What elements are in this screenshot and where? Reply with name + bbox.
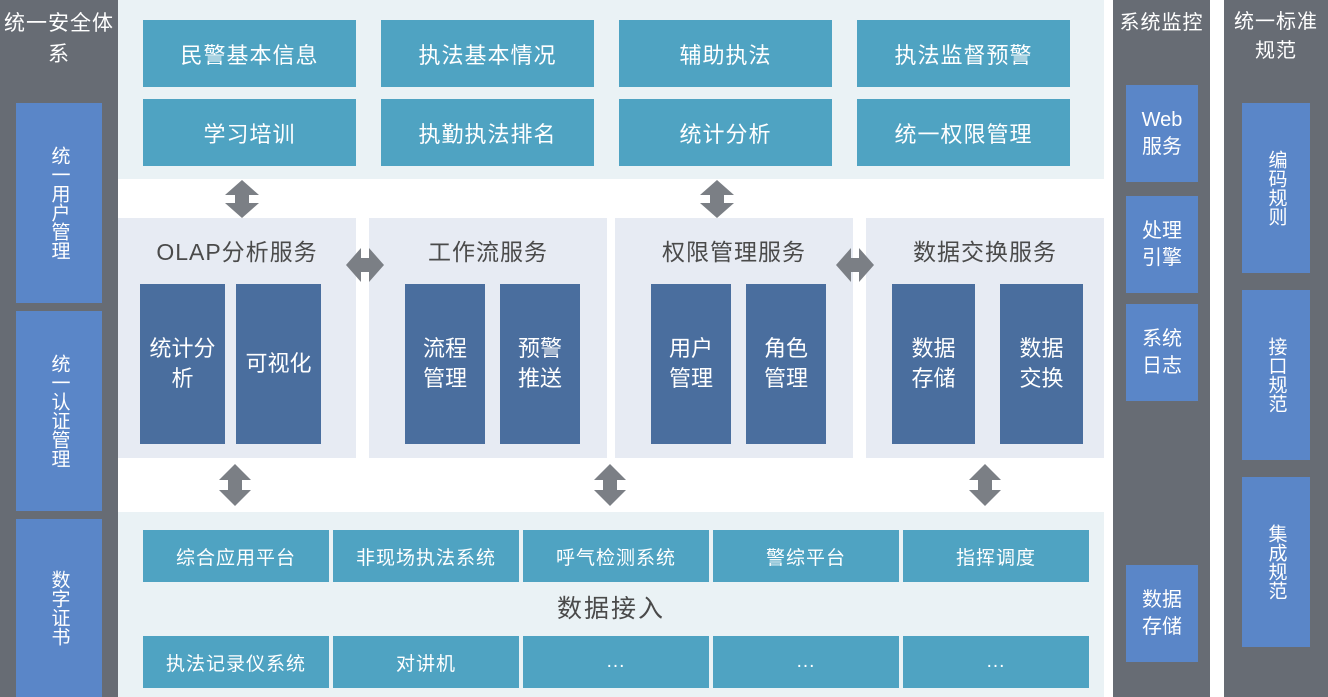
sidebar-item-label: 系统日志: [1142, 327, 1182, 377]
service-module-data-storage[interactable]: 数据存储: [892, 284, 975, 444]
service-module-label: 用户管理: [668, 336, 713, 391]
sidebar-item-web-service[interactable]: Web服务: [1126, 85, 1198, 182]
service-module-label: 可视化: [245, 351, 312, 376]
service-panel-title: 数据交换服务: [913, 239, 1057, 265]
sidebar-item-label: 数据存储: [1142, 588, 1182, 638]
sidebar-item-label: 处理引擎: [1142, 219, 1182, 269]
access-box-label: 警综平台: [765, 547, 846, 569]
sidebar-item-digital-certificate[interactable]: 数字证书: [16, 519, 102, 697]
service-module-role-management[interactable]: 角色管理: [746, 284, 826, 444]
left-sidebar-unified-security: 统一安全体系 统一用户管理 统一认证管理 数字证书: [0, 0, 118, 697]
access-box-label: 指挥调度: [955, 547, 1036, 569]
access-box-walkie-talkie[interactable]: 对讲机: [333, 636, 519, 688]
app-box-duty-enforcement-ranking[interactable]: 执勤执法排名: [381, 99, 594, 166]
service-panel-workflow: 工作流服务 流程管理 预警推送: [369, 218, 607, 458]
app-box-label: 统计分析: [679, 121, 772, 147]
sidebar-item-system-log[interactable]: 系统日志: [1126, 304, 1198, 401]
data-access-layer: 综合应用平台 非现场执法系统 呼气检测系统 警综平台 指挥调度 数据接入 执法记…: [118, 512, 1104, 697]
access-box-label: 非现场执法系统: [355, 547, 496, 569]
app-box-assisted-enforcement[interactable]: 辅助执法: [619, 20, 832, 87]
service-module-label: 流程管理: [422, 336, 467, 391]
sidebar-item-label: 接口规范: [1265, 337, 1287, 413]
arrow-olap-workflow-icon: [346, 248, 384, 282]
sidebar-item-unified-auth-management[interactable]: 统一认证管理: [16, 311, 102, 511]
service-module-label: 预警推送: [517, 336, 562, 391]
data-access-label: 数据接入: [556, 595, 665, 623]
sidebar-item-label: 集成规范: [1265, 524, 1287, 600]
access-box-law-enforcement-recorder-system[interactable]: 执法记录仪系统: [143, 636, 329, 688]
sidebar-item-integration-specification[interactable]: 集成规范: [1242, 477, 1310, 647]
main-architecture-column: 民警基本信息 执法基本情况 辅助执法 执法监督预警 学习培训 执勤执法排名 统计…: [118, 0, 1104, 697]
arrow-workflow-to-access-icon: [594, 464, 626, 506]
arrow-app-to-olap-icon: [225, 180, 259, 218]
app-box-label: 执法基本情况: [418, 42, 557, 68]
access-box-breath-test-system[interactable]: 呼气检测系统: [523, 530, 709, 582]
arrow-exchange-to-access-icon: [969, 464, 1001, 506]
app-box-label: 辅助执法: [679, 42, 772, 68]
app-box-label: 执法监督预警: [894, 42, 1033, 68]
service-panel-olap: OLAP分析服务 统计分析 可视化: [118, 218, 356, 458]
sidebar-item-label: 编码规则: [1265, 150, 1287, 226]
service-module-label: 数据存储: [911, 336, 956, 391]
service-module-label: 统计分析: [149, 336, 216, 391]
access-box-placeholder-2[interactable]: ...: [713, 636, 899, 688]
access-box-integrated-application-platform[interactable]: 综合应用平台: [143, 530, 329, 582]
service-module-data-exchange[interactable]: 数据交换: [1000, 284, 1083, 444]
app-box-label: 学习培训: [203, 121, 296, 147]
right-sidebar-system-monitoring: 系统监控 Web服务 处理引擎 系统日志 数据存储: [1113, 0, 1210, 697]
access-box-label: 呼气检测系统: [555, 547, 676, 569]
service-module-visualization[interactable]: 可视化: [236, 284, 321, 444]
sidebar-item-unified-user-management[interactable]: 统一用户管理: [16, 103, 102, 303]
sidebar-item-interface-specification[interactable]: 接口规范: [1242, 290, 1310, 460]
service-panel-title: 工作流服务: [428, 239, 548, 265]
app-box-enforcement-supervision-alert[interactable]: 执法监督预警: [857, 20, 1070, 87]
service-module-process-management[interactable]: 流程管理: [405, 284, 485, 444]
arrow-permission-exchange-icon: [836, 248, 874, 282]
service-module-user-management[interactable]: 用户管理: [651, 284, 731, 444]
sidebar-item-coding-rules[interactable]: 编码规则: [1242, 103, 1310, 273]
sidebar-item-label: 数字证书: [48, 570, 70, 646]
arrow-app-to-permission-icon: [700, 180, 734, 218]
access-box-placeholder-1[interactable]: ...: [523, 636, 709, 688]
access-box-label: 对讲机: [395, 653, 456, 675]
right-sidebar-monitor-title: 系统监控: [1119, 12, 1204, 34]
service-panel-title: OLAP分析服务: [156, 239, 318, 265]
sidebar-item-processing-engine[interactable]: 处理引擎: [1126, 196, 1198, 293]
application-layer: 民警基本信息 执法基本情况 辅助执法 执法监督预警 学习培训 执勤执法排名 统计…: [118, 0, 1104, 179]
access-box-label: ...: [606, 651, 626, 672]
access-box-label: ...: [986, 651, 1006, 672]
app-box-enforcement-basic-status[interactable]: 执法基本情况: [381, 20, 594, 87]
access-box-label: 综合应用平台: [175, 547, 296, 569]
right-sidebar-unified-standards: 统一标准规范 编码规则 接口规范 集成规范: [1224, 0, 1328, 697]
service-panel-permission: 权限管理服务 用户管理 角色管理: [615, 218, 853, 458]
access-box-non-onsite-enforcement-system[interactable]: 非现场执法系统: [333, 530, 519, 582]
app-box-label: 统一权限管理: [894, 121, 1033, 147]
sidebar-item-data-storage[interactable]: 数据存储: [1126, 565, 1198, 662]
access-box-command-dispatch[interactable]: 指挥调度: [903, 530, 1089, 582]
left-sidebar-title: 统一安全体系: [4, 12, 114, 66]
app-box-unified-permission-management[interactable]: 统一权限管理: [857, 99, 1070, 166]
service-module-label: 角色管理: [763, 336, 808, 391]
access-box-police-integrated-platform[interactable]: 警综平台: [713, 530, 899, 582]
app-box-police-basic-info[interactable]: 民警基本信息: [143, 20, 356, 87]
access-box-label: 执法记录仪系统: [165, 653, 306, 675]
app-box-label: 民警基本信息: [180, 42, 319, 68]
sidebar-item-label: Web服务: [1141, 108, 1183, 158]
service-module-statistical-analysis[interactable]: 统计分析: [140, 284, 225, 444]
right-sidebar-standard-title: 统一标准规范: [1234, 11, 1318, 62]
sidebar-item-label: 统一认证管理: [48, 354, 70, 468]
app-box-statistical-analysis[interactable]: 统计分析: [619, 99, 832, 166]
access-box-placeholder-3[interactable]: ...: [903, 636, 1089, 688]
service-module-alert-push[interactable]: 预警推送: [500, 284, 580, 444]
app-box-label: 执勤执法排名: [418, 121, 557, 147]
app-box-study-training[interactable]: 学习培训: [143, 99, 356, 166]
access-box-label: ...: [796, 651, 816, 672]
service-module-label: 数据交换: [1019, 336, 1064, 391]
service-panel-data-exchange: 数据交换服务 数据存储 数据交换: [866, 218, 1104, 458]
sidebar-item-label: 统一用户管理: [48, 146, 70, 260]
service-panel-title: 权限管理服务: [662, 239, 806, 265]
arrow-olap-to-access-icon: [219, 464, 251, 506]
